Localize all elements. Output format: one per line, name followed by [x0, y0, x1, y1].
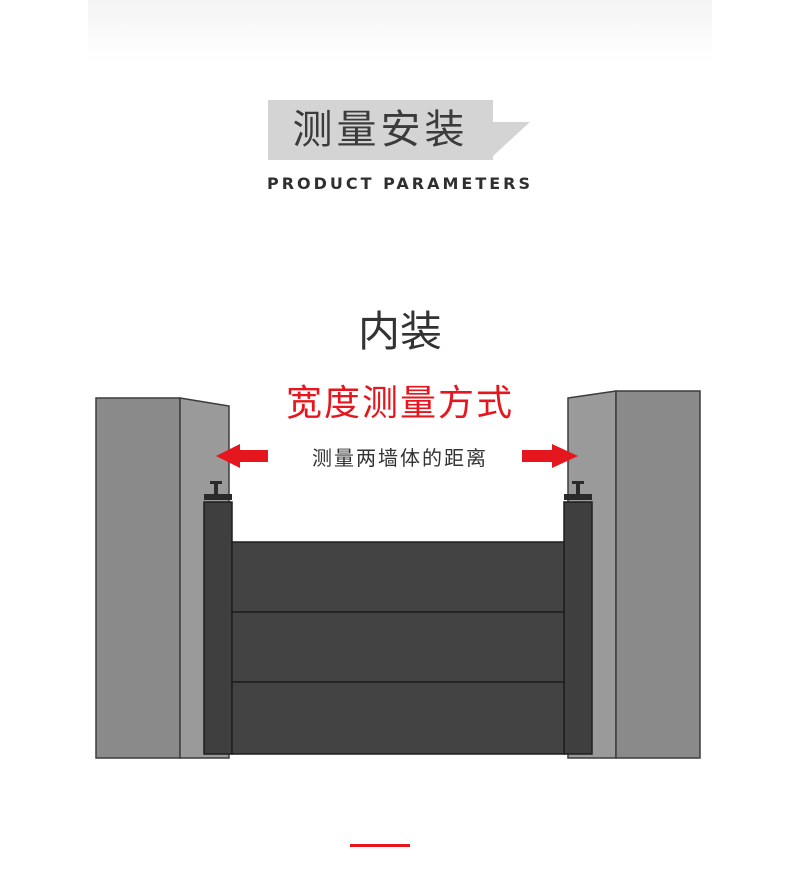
- barrier-panels: [231, 541, 565, 755]
- measurement-method-title: 宽度测量方式: [285, 383, 514, 424]
- right-arrow-icon: [522, 444, 578, 468]
- header-subtitle: PRODUCT PARAMETERS: [266, 174, 534, 193]
- bottom-accent-line: [350, 844, 410, 847]
- top-fade-band: [88, 0, 712, 64]
- barrier-panel-bottom: [231, 681, 565, 755]
- header-corner-tab: [493, 122, 530, 156]
- right-post: [563, 501, 593, 755]
- header-block: [268, 100, 493, 160]
- header-title: 测量安装: [292, 107, 469, 153]
- right-wall-front: [615, 390, 701, 759]
- barrier-panel-top: [231, 541, 565, 613]
- left-wall-front: [95, 397, 181, 759]
- left-arrow-icon: [216, 444, 268, 468]
- right-post-bracket: [564, 481, 592, 500]
- left-post-bracket: [204, 481, 232, 500]
- barrier-panel-middle: [231, 611, 565, 683]
- header-background: [268, 100, 530, 160]
- section-title: 内装: [357, 307, 442, 356]
- left-post: [203, 501, 233, 755]
- measurement-description: 测量两墙体的距离: [312, 446, 488, 470]
- section-header: 测量安装: [268, 100, 532, 160]
